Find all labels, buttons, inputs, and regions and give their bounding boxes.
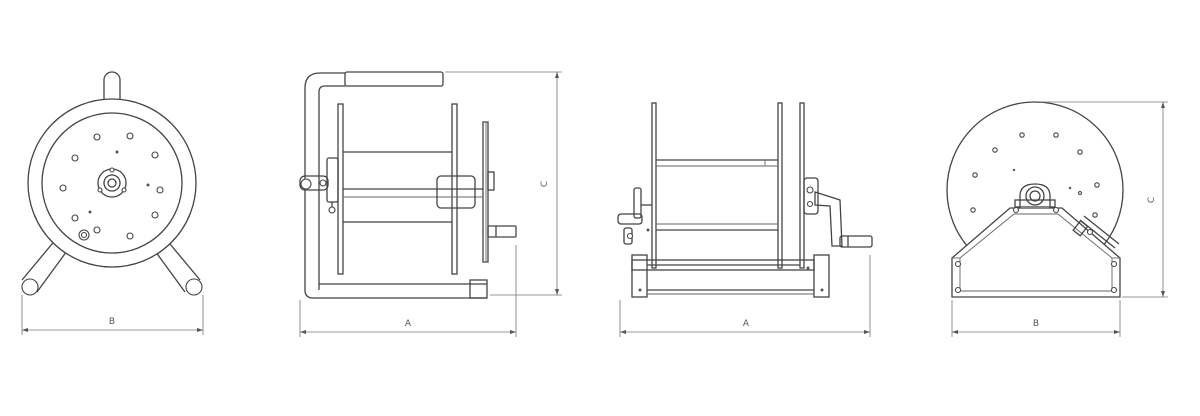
dim-label-b: B [109, 317, 115, 327]
dimension-c [445, 71, 562, 296]
drum-bolt-holes [970, 132, 1100, 218]
base-foot-right [813, 254, 830, 298]
stand-legs [21, 231, 203, 296]
dimension-b-back [951, 300, 1121, 337]
dim-label-c-back: C [1147, 197, 1157, 203]
dimension-c-back [1040, 101, 1168, 298]
drive-plate [482, 121, 489, 263]
dim-label-b-back: B [1033, 319, 1039, 329]
upright-left [651, 102, 657, 269]
frame-tube-outer [304, 72, 345, 290]
dimension-a-rear [619, 255, 871, 337]
back-brake-lever [1072, 215, 1120, 249]
rear-view: A [617, 102, 873, 337]
dim-label-c: C [540, 181, 550, 187]
dim-label-a-rear: A [743, 319, 750, 329]
crank-assembly [803, 177, 873, 248]
crank-grip [839, 235, 873, 248]
bolt-holes [59, 132, 164, 241]
crank-handle [487, 225, 517, 238]
drum-outer-rim [27, 98, 197, 268]
inlet-box [436, 175, 476, 209]
base-foot-left [631, 254, 648, 298]
brake-assembly [299, 157, 495, 214]
upright-mid [777, 102, 783, 269]
flange-left [337, 103, 344, 275]
hub-bracket [1014, 183, 1056, 208]
front-view: B [21, 71, 204, 335]
dimension-a [299, 245, 517, 337]
side-view: A C [299, 71, 562, 337]
back-view: B C [946, 101, 1168, 337]
dim-label-a: A [405, 319, 412, 329]
dimension-b [21, 295, 204, 335]
rear-brake [617, 187, 652, 245]
drum-flange [41, 112, 183, 254]
handle-grip [344, 71, 444, 87]
foot-cap [469, 279, 488, 299]
